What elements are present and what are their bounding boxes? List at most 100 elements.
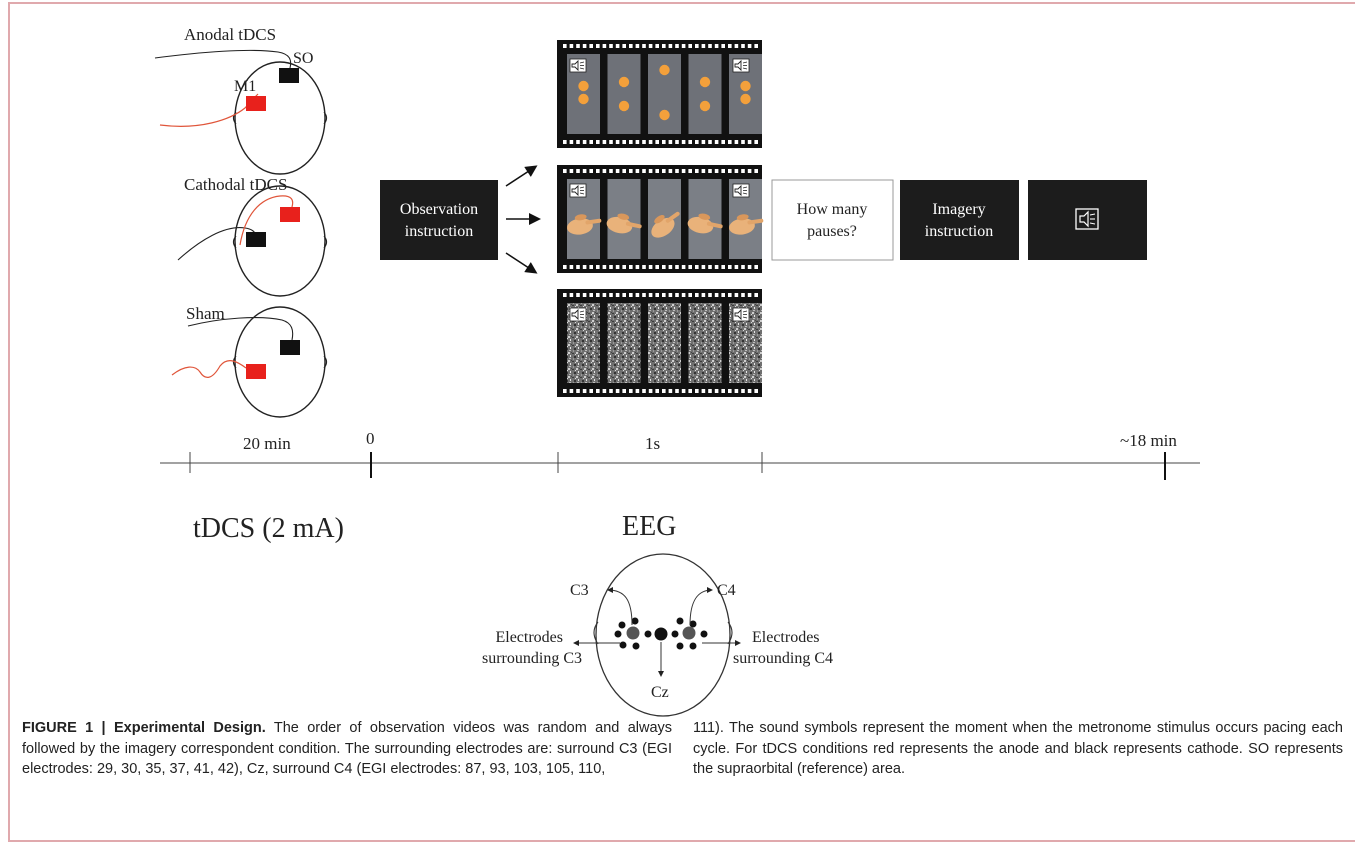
so-label: SO bbox=[293, 50, 313, 67]
arrow-up bbox=[505, 165, 538, 187]
sprocket-hole bbox=[635, 293, 640, 297]
speaker-icon bbox=[732, 183, 750, 198]
ear-left bbox=[232, 355, 237, 369]
sprocket-hole bbox=[622, 140, 626, 144]
sprocket-hole bbox=[695, 293, 699, 297]
sprocket-hole bbox=[615, 169, 620, 173]
hand-icon bbox=[687, 213, 723, 234]
ear-left bbox=[232, 111, 237, 125]
sprocket-hole bbox=[569, 169, 574, 173]
sprocket-hole bbox=[662, 44, 666, 48]
sprocket-hole bbox=[576, 169, 580, 173]
sprocket-hole bbox=[582, 293, 587, 297]
c4-surround-line-1: Electrodes bbox=[752, 629, 820, 646]
hand-icon bbox=[567, 214, 602, 235]
sprocket-hole bbox=[681, 389, 686, 393]
sprocket-hole bbox=[602, 169, 607, 173]
cathodal-head-diagram: Cathodal tDCS bbox=[177, 175, 328, 297]
sprocket-hole bbox=[589, 169, 593, 173]
sprocket-hole bbox=[655, 293, 659, 297]
head-outline bbox=[234, 306, 326, 418]
sham-head-diagram: Sham bbox=[171, 304, 328, 418]
caption-left-text: The order of observation videos was rand… bbox=[22, 720, 673, 777]
sprocket-hole bbox=[596, 293, 600, 297]
sprocket-hole bbox=[602, 44, 607, 48]
m1-label: M1 bbox=[234, 78, 256, 95]
cathode-wire bbox=[187, 317, 294, 341]
sprocket-hole bbox=[629, 265, 633, 269]
sprocket-hole bbox=[681, 169, 686, 173]
anode-electrode bbox=[246, 364, 266, 379]
sprocket-hole bbox=[609, 389, 613, 393]
sprocket-hole bbox=[754, 44, 758, 48]
sprocket-hole bbox=[695, 169, 699, 173]
sprocket-hole bbox=[681, 293, 686, 297]
sprocket-hole bbox=[701, 265, 706, 269]
sprocket-hole bbox=[714, 44, 719, 48]
sprocket-hole bbox=[734, 140, 739, 144]
sprocket-hole bbox=[642, 140, 646, 144]
sprocket-hole bbox=[563, 389, 567, 393]
sprocket-hole bbox=[609, 293, 613, 297]
sprocket-hole bbox=[655, 265, 659, 269]
sprocket-hole bbox=[602, 293, 607, 297]
sprocket-hole bbox=[662, 140, 666, 144]
sprocket-hole bbox=[582, 44, 587, 48]
hand-icon bbox=[729, 214, 764, 235]
point-light-dot bbox=[740, 80, 751, 92]
sprocket-hole bbox=[741, 389, 745, 393]
sprocket-hole bbox=[589, 293, 593, 297]
ear-left bbox=[593, 621, 599, 645]
speaker-icon bbox=[732, 58, 750, 73]
ear-left bbox=[232, 235, 237, 249]
sprocket-hole bbox=[622, 169, 626, 173]
ear-right bbox=[323, 235, 328, 249]
sprocket-hole bbox=[589, 140, 593, 144]
sprocket-hole bbox=[596, 140, 600, 144]
sprocket-hole bbox=[576, 140, 580, 144]
film-frame bbox=[607, 54, 641, 134]
film-frame bbox=[688, 54, 722, 134]
sprocket-hole bbox=[701, 44, 706, 48]
sprocket-hole bbox=[622, 44, 626, 48]
sprocket-hole bbox=[569, 44, 574, 48]
anodal-tdcs-label: Anodal tDCS bbox=[184, 25, 276, 44]
sprocket-hole bbox=[668, 265, 673, 269]
sprocket-hole bbox=[642, 389, 646, 393]
sprocket-hole bbox=[734, 44, 739, 48]
sprocket-hole bbox=[688, 265, 692, 269]
sprocket-hole bbox=[615, 389, 620, 393]
anode-electrode bbox=[246, 96, 266, 111]
anodal-head-diagram: Anodal tDCS SO M1 bbox=[154, 25, 328, 175]
sprocket-hole bbox=[576, 265, 580, 269]
sprocket-hole bbox=[563, 169, 567, 173]
sprocket-hole bbox=[622, 293, 626, 297]
sprocket-hole bbox=[734, 265, 739, 269]
sprocket-hole bbox=[642, 44, 646, 48]
sprocket-hole bbox=[675, 389, 679, 393]
sprocket-hole bbox=[668, 140, 673, 144]
timeline: 20 min 0 1s ~18 min tDCS (2 mA) EEG bbox=[160, 429, 1200, 544]
speaker-icon bbox=[569, 183, 587, 198]
pauses-line-1: How many bbox=[797, 201, 868, 218]
sprocket-hole bbox=[589, 44, 593, 48]
sprocket-hole bbox=[701, 140, 706, 144]
film-strip-hand bbox=[557, 165, 764, 273]
hand-icon bbox=[606, 213, 642, 234]
sprocket-hole bbox=[728, 44, 732, 48]
sprocket-hole bbox=[563, 265, 567, 269]
anode-wire bbox=[171, 360, 247, 378]
sprocket-hole bbox=[734, 293, 739, 297]
sprocket-hole bbox=[708, 169, 712, 173]
observation-line-1: Observation bbox=[400, 201, 478, 218]
label-20min: 20 min bbox=[243, 434, 291, 453]
sprocket-hole bbox=[747, 265, 752, 269]
sprocket-hole bbox=[675, 44, 679, 48]
sprocket-hole bbox=[754, 169, 758, 173]
sprocket-hole bbox=[589, 389, 593, 393]
caption-right: 111). The sound symbols represent the mo… bbox=[693, 718, 1343, 780]
sprocket-hole bbox=[741, 140, 745, 144]
sprocket-hole bbox=[721, 140, 725, 144]
sprocket-hole bbox=[695, 44, 699, 48]
speaker-icon bbox=[569, 58, 587, 73]
